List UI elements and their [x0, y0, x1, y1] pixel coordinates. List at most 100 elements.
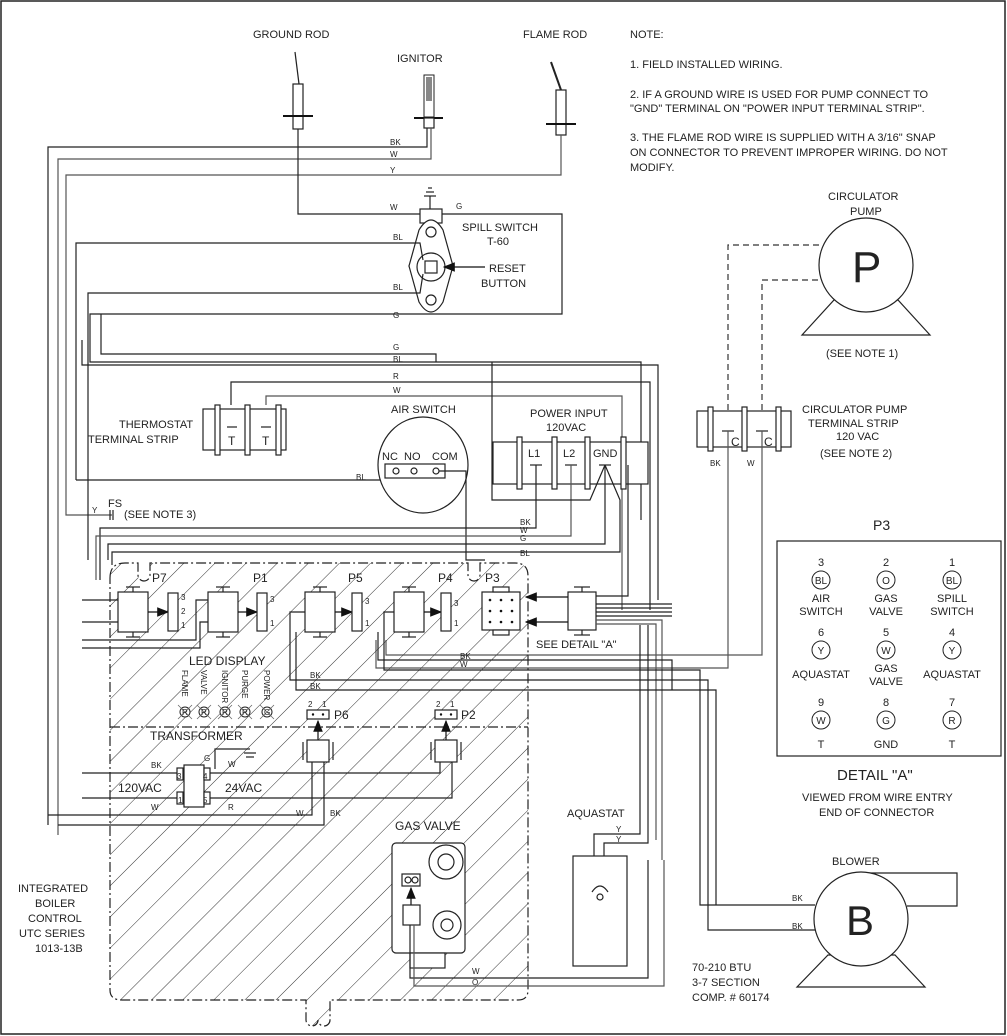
pin-circle-icon	[811, 710, 831, 730]
transformer-pin: 5	[203, 796, 208, 805]
p6-pin: 2	[308, 700, 313, 709]
circ-strip-label-2: TERMINAL STRIP	[808, 418, 899, 430]
led-ignitor: IGNITOR R	[217, 670, 233, 720]
ground-symbol-icon	[424, 187, 436, 209]
wire-label-w: W	[472, 967, 480, 976]
led-label: FLAME	[180, 670, 189, 697]
notes-heading: NOTE:	[630, 29, 664, 41]
circ-strip-voltage: 120 VAC	[836, 431, 879, 443]
ground-rod-icon	[283, 51, 313, 130]
p6-label: P6	[334, 708, 349, 722]
p3-label: P3	[485, 571, 500, 585]
p5-pin: 3	[365, 597, 370, 606]
wire-label-w: W	[390, 150, 398, 159]
pin-circle-icon	[942, 710, 962, 730]
wire-label-w: W	[390, 203, 398, 212]
led-color: R	[182, 708, 188, 717]
transformer: TRANSFORMER 3 1 4 5 120VAC 24VAC	[118, 729, 262, 808]
pin-circle-icon	[876, 640, 896, 660]
pin-wire-color: G	[882, 716, 890, 727]
pin-function-label: VALVE	[869, 606, 903, 618]
flame-rod-icon	[546, 61, 576, 136]
wire-label-bk: BK	[310, 671, 321, 680]
transformer-pin: 1	[178, 796, 183, 805]
ground-rod-label: GROUND ROD	[253, 29, 329, 41]
transformer-pin: 3	[177, 772, 182, 781]
pin-number: 2	[883, 557, 889, 569]
air-switch-label: AIR SWITCH	[391, 404, 456, 416]
pin-number: 5	[883, 627, 889, 639]
fs-see-note-3: (SEE NOTE 3)	[124, 509, 196, 521]
p7-pin: 1	[181, 621, 186, 630]
pin-number: 9	[818, 697, 824, 709]
circulator-pump: CIRCULATOR PUMP P (SEE NOTE 1)	[800, 191, 932, 360]
p1-pin: 3	[270, 595, 275, 604]
terminal-l2: L2	[563, 448, 575, 460]
detail-a-caption-1: VIEWED FROM WIRE ENTRY	[802, 792, 953, 804]
pin-function-label: AIR	[812, 593, 830, 605]
wire-label-y: Y	[616, 835, 622, 844]
wire-label-g: G	[393, 343, 399, 352]
wire-label-w: W	[747, 459, 755, 468]
air-switch-com: COM	[432, 451, 458, 463]
detail-pin-9: 9WT	[811, 697, 831, 751]
pin-number: 8	[883, 697, 889, 709]
wire-label-bk: BK	[310, 682, 321, 691]
circulator-pump-label-2: PUMP	[850, 206, 882, 218]
see-detail-a-label: SEE DETAIL "A"	[536, 639, 617, 651]
aquastat: AQUASTAT	[567, 808, 628, 967]
transformer-label: TRANSFORMER	[150, 729, 243, 743]
connector-p1: P1 3 1	[207, 571, 275, 638]
fs-label: FS	[108, 498, 122, 510]
control-label-line5: 1013-13B	[35, 943, 83, 955]
wire-label-bk: BK	[151, 761, 162, 770]
connector-p4: P4 3 1	[393, 571, 459, 638]
wire-label-w: W	[460, 660, 468, 669]
connector-p3: P3	[481, 571, 521, 636]
pin-wire-color: Y	[818, 646, 825, 657]
wire-label-g: G	[204, 754, 210, 763]
pin-circle-icon	[876, 570, 896, 590]
p7-label: P7	[152, 571, 167, 585]
led-color: R	[222, 708, 228, 717]
detail-a: P3 3BLAIRSWITCH2OGASVALVE1BLSPILLSWITCH6…	[776, 517, 1002, 819]
pin-circle-icon	[942, 570, 962, 590]
wire-label-bl: BL	[520, 549, 530, 558]
ignitor-icon	[414, 74, 443, 129]
pin-function-label: GND	[874, 739, 899, 751]
pin-number: 3	[818, 557, 824, 569]
led-color: G	[264, 708, 270, 717]
control-label-line1: INTEGRATED	[18, 883, 88, 895]
pin-function-label: AQUASTAT	[792, 669, 850, 681]
led-label: IGNITOR	[220, 670, 229, 703]
terminal-l1: L1	[528, 448, 540, 460]
thermostat-strip-label-2: TERMINAL STRIP	[88, 434, 179, 446]
ignitor-label: IGNITOR	[397, 53, 443, 65]
detail-a-caption-2: END OF CONNECTOR	[819, 807, 934, 819]
detail-a-title: P3	[873, 517, 890, 533]
note-1: 1. FIELD INSTALLED WIRING.	[630, 59, 783, 71]
wire-label-w: W	[520, 526, 528, 535]
pin-wire-color: O	[882, 576, 890, 587]
circ-terminal-c2: C	[764, 435, 773, 449]
pin-wire-color: R	[948, 716, 955, 727]
transformer-primary: 120VAC	[118, 781, 162, 795]
wire-label-bk: BK	[330, 809, 341, 818]
detail-a-heading: DETAIL "A"	[837, 767, 913, 784]
transformer-pin: 4	[203, 772, 208, 781]
pin-function-label: VALVE	[869, 676, 903, 688]
circ-strip-label: CIRCULATOR PUMP	[802, 404, 907, 416]
pin-function-label: GAS	[874, 593, 897, 605]
flame-rod-label: FLAME ROD	[523, 29, 587, 41]
thermostat-terminal-t1: T	[228, 434, 236, 448]
transformer-ground-icon	[240, 748, 256, 758]
pin-function-label: GAS	[874, 663, 897, 675]
p1-label: P1	[253, 571, 268, 585]
wire-label-bk: BK	[792, 894, 803, 903]
circulator-pump-terminal-strip: C C BK W CIRCULATOR PUMP TERMINAL STRIP …	[696, 404, 907, 468]
power-input-label: POWER INPUT	[530, 408, 608, 420]
